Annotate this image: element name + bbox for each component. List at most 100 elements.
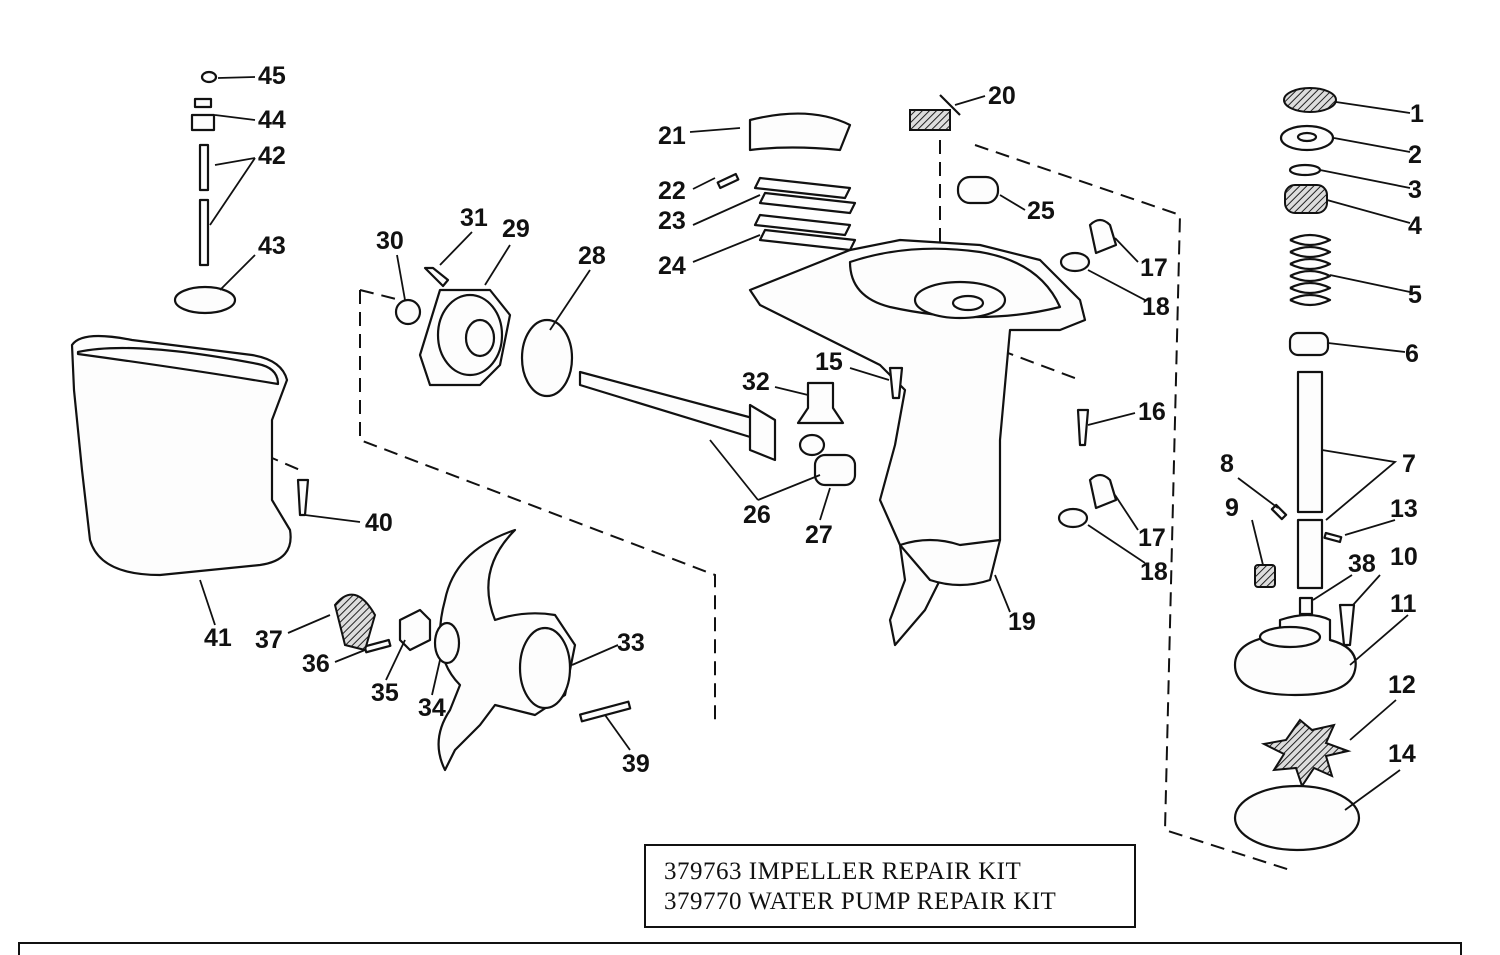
callout-20: 20 bbox=[988, 82, 1016, 110]
part-31-screw bbox=[423, 266, 450, 288]
part-3-o-ring bbox=[1288, 163, 1322, 177]
callout-34: 34 bbox=[418, 694, 446, 722]
part-10-screw bbox=[1338, 603, 1356, 647]
callout-18-lower: 18 bbox=[1140, 558, 1168, 586]
part-32-pinion bbox=[796, 381, 845, 425]
propeller-parts bbox=[333, 528, 632, 772]
callout-7: 7 bbox=[1402, 450, 1416, 478]
assembly-dashed-lines bbox=[264, 140, 1291, 871]
callout-38: 38 bbox=[1348, 550, 1376, 578]
callout-29: 29 bbox=[502, 215, 530, 243]
part-28-o-ring bbox=[520, 318, 574, 398]
callout-10: 10 bbox=[1390, 543, 1418, 571]
repair-kit-box: 379763 IMPELLER REPAIR KIT 379770 WATER … bbox=[644, 844, 1136, 928]
part-42-tube-upper bbox=[198, 143, 210, 192]
part-8-pin bbox=[1270, 503, 1288, 521]
callout-37: 37 bbox=[255, 626, 283, 654]
callout-39: 39 bbox=[622, 750, 650, 778]
part-18-washer-lower bbox=[1057, 507, 1089, 529]
part-17-plug-upper bbox=[1088, 218, 1118, 255]
callout-15: 15 bbox=[815, 348, 843, 376]
callout-19: 19 bbox=[1008, 608, 1036, 636]
callout-35: 35 bbox=[371, 679, 399, 707]
part-16-screw bbox=[1076, 408, 1090, 447]
part-18-washer-upper bbox=[1059, 251, 1091, 273]
part-13-pin bbox=[1323, 531, 1343, 544]
part-35-nut bbox=[398, 608, 432, 652]
callout-27: 27 bbox=[805, 521, 833, 549]
callout-6: 6 bbox=[1405, 340, 1419, 368]
part-44-plug bbox=[190, 97, 216, 132]
callout-16: 16 bbox=[1138, 398, 1166, 426]
part-6-bushing bbox=[1288, 331, 1330, 357]
part-1-grommet bbox=[1283, 87, 1337, 113]
callout-44: 44 bbox=[258, 106, 286, 134]
part-22-pin bbox=[716, 172, 740, 190]
part-23-gasket bbox=[753, 176, 857, 215]
part-42-tube-lower bbox=[198, 198, 210, 267]
part-41-exhaust-housing bbox=[70, 334, 292, 577]
callout-42: 42 bbox=[258, 142, 286, 170]
callout-1: 1 bbox=[1410, 100, 1424, 128]
part-45-nut bbox=[200, 70, 218, 84]
part-36-pin bbox=[363, 638, 392, 654]
exhaust-housing-parts bbox=[70, 70, 310, 577]
callout-12: 12 bbox=[1388, 671, 1416, 699]
callout-8: 8 bbox=[1220, 450, 1234, 478]
part-26-gear bbox=[748, 403, 777, 462]
gearcase-parts bbox=[716, 94, 1118, 647]
callout-2: 2 bbox=[1408, 141, 1422, 169]
part-39-pin bbox=[578, 700, 632, 723]
part-37-cone bbox=[333, 593, 377, 652]
callout-18-upper: 18 bbox=[1142, 293, 1170, 321]
impeller-repair-kit-text: 379763 IMPELLER REPAIR KIT bbox=[664, 858, 1022, 885]
part-34-washer bbox=[433, 621, 461, 665]
callout-17-upper: 17 bbox=[1140, 254, 1168, 282]
callout-40: 40 bbox=[365, 509, 393, 537]
part-27-bushing bbox=[813, 453, 857, 487]
water-pump-parts bbox=[1233, 87, 1361, 852]
part-30-seal bbox=[394, 298, 422, 326]
part-43-grommet bbox=[173, 285, 237, 315]
callout-labels: 1 2 3 4 5 6 7 8 9 10 11 12 13 14 15 16 1… bbox=[204, 62, 1424, 778]
part-20-clip bbox=[909, 109, 951, 131]
callout-25: 25 bbox=[1027, 197, 1055, 225]
part-38-spacer bbox=[1298, 596, 1314, 616]
callout-26: 26 bbox=[743, 501, 771, 529]
callout-13: 13 bbox=[1390, 495, 1418, 523]
part-12-impeller bbox=[1260, 718, 1352, 789]
callout-36: 36 bbox=[302, 650, 330, 678]
part-5-spring bbox=[1289, 233, 1332, 307]
part-14-plate bbox=[1233, 784, 1361, 852]
callout-31: 31 bbox=[460, 204, 488, 232]
callout-22: 22 bbox=[658, 177, 686, 205]
part-17-plug-lower bbox=[1088, 473, 1118, 510]
leader-lines bbox=[199, 76, 1411, 811]
part-7-shaft-lower bbox=[1296, 518, 1324, 590]
propshaft-parts bbox=[394, 266, 857, 487]
callout-3: 3 bbox=[1408, 176, 1422, 204]
callout-5: 5 bbox=[1408, 281, 1422, 309]
callout-17-lower: 17 bbox=[1138, 524, 1166, 552]
callout-9: 9 bbox=[1225, 494, 1239, 522]
part-26-propeller-shaft bbox=[578, 370, 762, 442]
part-24-plate bbox=[753, 213, 857, 252]
part-15-screw bbox=[888, 366, 904, 400]
callout-32: 32 bbox=[742, 368, 770, 396]
callout-24: 24 bbox=[658, 252, 686, 280]
part-9-key bbox=[1254, 564, 1276, 588]
callout-23: 23 bbox=[658, 207, 686, 235]
part-40-screw bbox=[296, 478, 310, 517]
callout-41: 41 bbox=[204, 624, 232, 652]
callout-4: 4 bbox=[1408, 212, 1422, 240]
callout-14: 14 bbox=[1388, 740, 1416, 768]
callout-33: 33 bbox=[617, 629, 645, 657]
part-33-propeller bbox=[437, 528, 577, 772]
callout-21: 21 bbox=[658, 122, 686, 150]
callout-43: 43 bbox=[258, 232, 286, 260]
callout-45: 45 bbox=[258, 62, 286, 90]
parts-table-top-border bbox=[18, 942, 1462, 955]
part-7-shaft-upper bbox=[1296, 370, 1324, 514]
callout-11: 11 bbox=[1390, 590, 1417, 618]
